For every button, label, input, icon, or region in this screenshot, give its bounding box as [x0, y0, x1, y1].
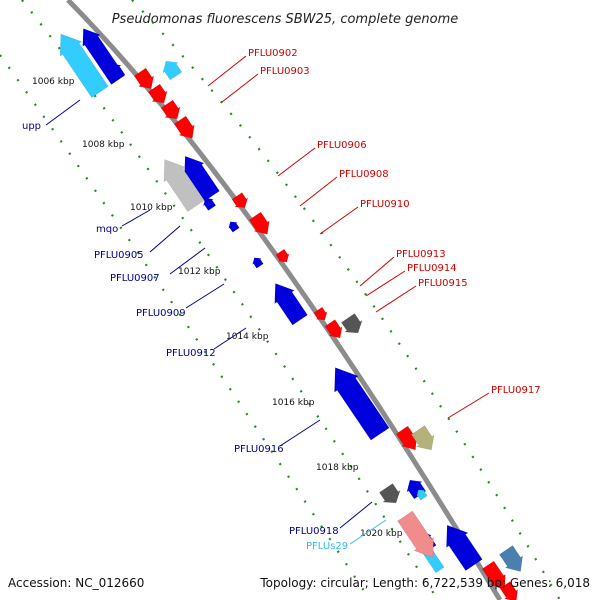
- tick-label: 1020 kbp: [360, 529, 403, 539]
- reverse-gene-5: [228, 221, 240, 233]
- tick-label: 1008 kbp: [82, 140, 125, 150]
- forward-gene-3: [160, 99, 181, 120]
- tick-label: 1012 kbp: [178, 267, 221, 277]
- forward-gene-7: [275, 248, 290, 263]
- genome-summary-text: Topology: circular; Length: 6,722,539 bp…: [260, 576, 590, 590]
- backbone-line: [66, 0, 503, 600]
- forward-gene-8: [313, 306, 328, 321]
- gene-features: [59, 28, 523, 600]
- gene-leader-line: [359, 256, 395, 287]
- gene-label: PFLUs29: [306, 541, 348, 552]
- gene-leader-line: [365, 270, 406, 297]
- gene-leader-line: [375, 285, 417, 313]
- reverse-gene-2: [107, 62, 126, 82]
- rna-gene-pflus29: [416, 489, 428, 501]
- gene-leader-line: [349, 519, 387, 545]
- forward-gene-1: [133, 67, 155, 89]
- steel-gene: [499, 545, 523, 572]
- tick-label: 1006 kbp: [32, 77, 75, 87]
- khaki-gene: [411, 425, 435, 451]
- rna-gene-small: [162, 60, 183, 81]
- gene-label: PFLU0902: [248, 48, 298, 59]
- forward-gene-9: [324, 319, 343, 339]
- gene-leader-line: [447, 392, 490, 419]
- reverse-gene-4: [203, 197, 217, 211]
- gene-label: PFLU0907: [110, 273, 160, 284]
- pseudo-gene: [163, 159, 205, 212]
- gene-label: PFLU0910: [360, 199, 410, 210]
- forward-gene-5: [231, 192, 249, 208]
- tick-label: 1016 kbp: [272, 398, 315, 408]
- gene-label: PFLU0916: [234, 444, 284, 455]
- gene-leader-line: [279, 419, 321, 447]
- gene-leader-line: [299, 176, 338, 207]
- forward-gene-6: [248, 211, 270, 235]
- tick-label: 1018 kbp: [316, 463, 359, 473]
- gene-leader-line: [45, 99, 81, 126]
- rna-gene-upp: [59, 33, 109, 98]
- gene-label: PFLU0905: [94, 250, 144, 261]
- gene-label: PFLU0909: [136, 308, 186, 319]
- gene-leader-line: [121, 209, 151, 227]
- forward-gene-2: [147, 83, 168, 104]
- pink-gene: [397, 510, 434, 558]
- gene-label: PFLU0917: [491, 385, 541, 396]
- gene-label: PFLU0915: [418, 278, 468, 289]
- gene-leader-line: [277, 147, 316, 177]
- gene-leader-line: [185, 283, 225, 309]
- tick-track-1: [21, 0, 439, 600]
- forward-gene-12: [499, 581, 518, 600]
- reverse-gene-10: [446, 524, 483, 571]
- gene-leader-line: [339, 501, 373, 529]
- map-title: Pseudomonas fluorescens SBW25, complete …: [112, 12, 459, 27]
- gene-leader-line: [213, 327, 247, 350]
- gene-label: upp: [22, 121, 41, 132]
- scale-ticks: 1006 kbp 1008 kbp 1010 kbp 1012 kbp 1014 kbp…: [32, 77, 403, 539]
- gene-label: PFLU0906: [317, 140, 367, 151]
- gene-leader-line: [221, 73, 259, 103]
- gene-label: mqo: [96, 224, 118, 235]
- gene-leader-line: [207, 55, 247, 87]
- tick-track-2: [131, 0, 561, 600]
- gene-label: PFLU0903: [260, 66, 310, 77]
- forward-gene-4: [173, 115, 195, 139]
- gene-leader-line: [149, 225, 181, 253]
- reverse-gene-7: [274, 283, 308, 326]
- reverse-gene-8: [334, 367, 390, 441]
- gene-label: PFLU0914: [407, 263, 457, 274]
- reverse-gene-6: [252, 257, 264, 269]
- gene-label: PFLU0913: [396, 249, 446, 260]
- gene-leader-line: [169, 247, 206, 275]
- accession-text: Accession: NC_012660: [8, 576, 145, 590]
- tick-label: 1014 kbp: [226, 332, 269, 342]
- gene-label: PFLU0912: [166, 348, 216, 359]
- gene-leader-line: [319, 206, 359, 235]
- gene-label: PFLU0908: [339, 169, 389, 180]
- tick-label: 1010 kbp: [130, 203, 173, 213]
- gene-labels: uppmqoPFLU0905PFLU0907PFLU0909PFLU0912PF…: [22, 48, 541, 552]
- grey-gene-1: [341, 313, 363, 334]
- map-tracks: [0, 0, 561, 600]
- forward-gene-11: [481, 560, 506, 591]
- gene-label: PFLU0918: [289, 526, 339, 537]
- grey-gene-2: [379, 483, 401, 504]
